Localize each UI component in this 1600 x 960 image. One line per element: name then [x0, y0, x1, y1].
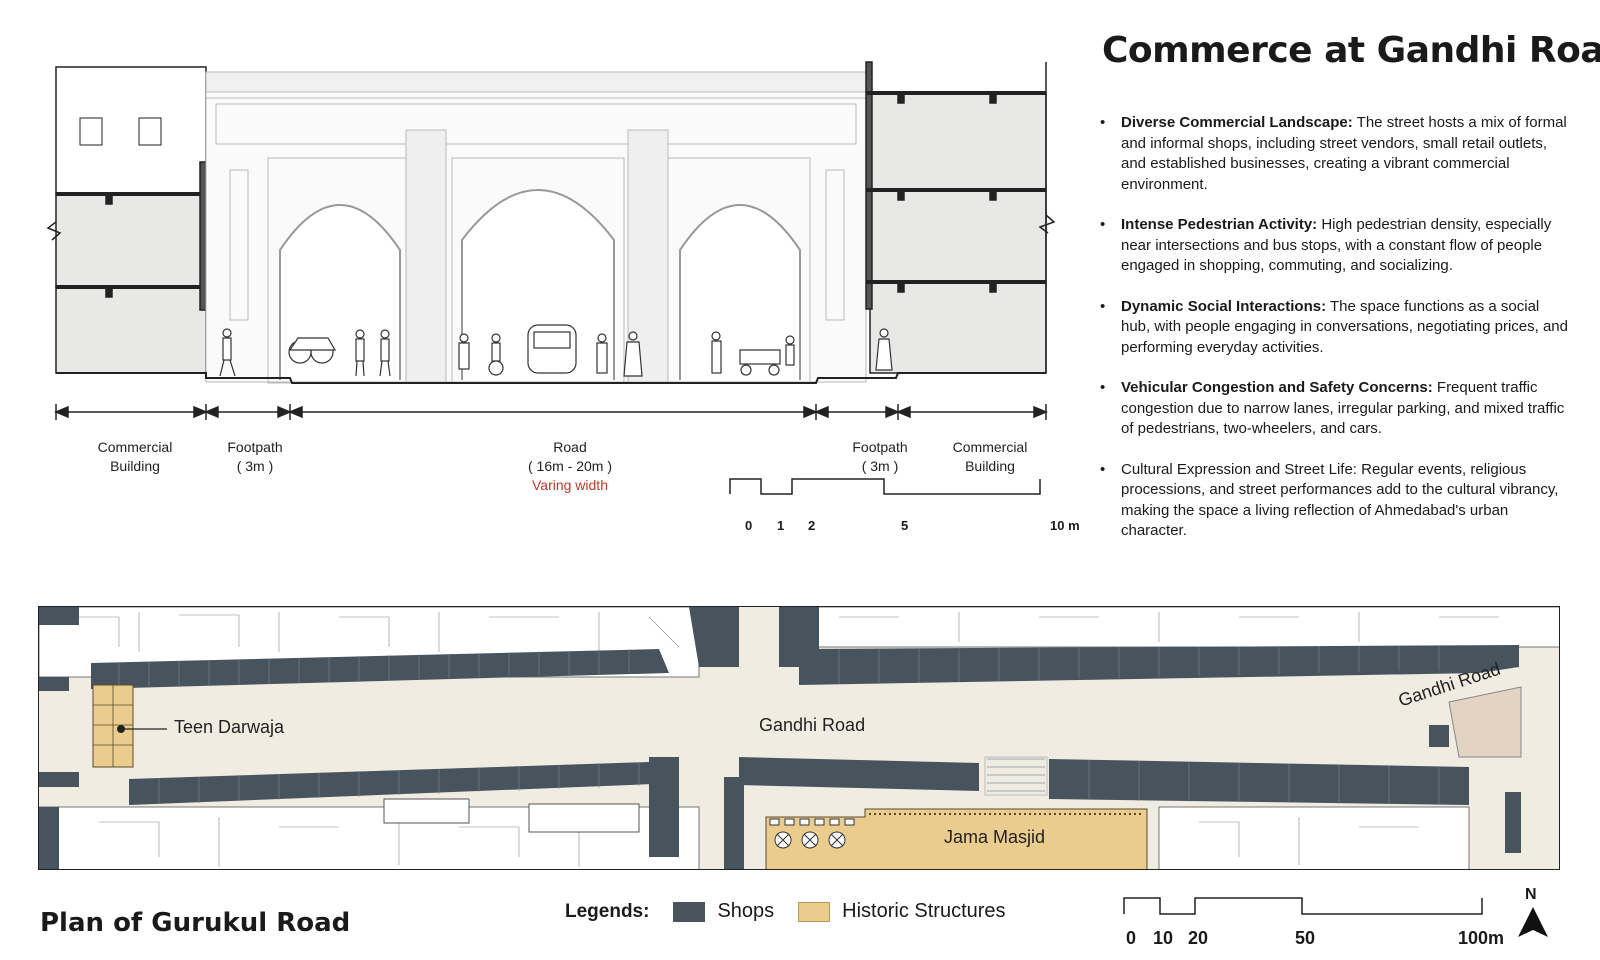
street-section-drawing	[46, 61, 1056, 495]
plan-drawing	[39, 607, 1559, 869]
section-scale-label: 1	[777, 518, 785, 533]
dim-text: ( 16m - 20m )	[527, 458, 612, 474]
dim-text: Commercial	[97, 439, 173, 455]
jama-masjid-footprint	[765, 808, 1148, 869]
bullet-item: Cultural Expression and Street Life: Reg…	[1098, 460, 1568, 542]
bullet-heading: Diverse Commercial Landscape:	[1121, 114, 1353, 131]
bullet-heading: Vehicular Congestion and Safety Concerns…	[1121, 379, 1433, 396]
dim-text: Road	[553, 439, 587, 455]
section-scale-label: 10 m	[1050, 518, 1080, 533]
section-scale-label: 0	[745, 518, 753, 533]
people-and-vehicles	[219, 324, 893, 377]
label-gandhi-road: Gandhi Road	[759, 715, 866, 735]
dim-text-note: Varing width	[531, 477, 608, 493]
bullet-text: Frequent traffic congestion due to narro…	[1121, 379, 1565, 437]
bullet-text: High pedestrian density, especially near…	[1121, 216, 1552, 274]
dim-text: Building	[965, 458, 1015, 474]
dim-text: Commercial	[952, 439, 1028, 455]
dim-text: ( 3m )	[236, 458, 274, 474]
plan-scale-label: 50	[1295, 928, 1316, 948]
label-jama-masjid: Jama Masjid	[944, 827, 1046, 847]
bullet-text: The space functions as a social hub, wit…	[1121, 297, 1568, 356]
dim-label-right-footpath: Footpath ( 3m )	[835, 438, 925, 476]
bullet-item: Intense Pedestrian Activity: High pedest…	[1098, 215, 1568, 277]
section-scale-bar	[729, 478, 1041, 495]
bullet-text: Cultural Expression and Street Life: Reg…	[1121, 460, 1559, 540]
section-scale-label: 5	[901, 518, 909, 533]
shops	[39, 607, 1521, 869]
legend-swatch-shops	[673, 901, 706, 922]
bullet-item: Vehicular Congestion and Safety Concerns…	[1098, 378, 1568, 440]
bullet-item: Diverse Commercial Landscape: The street…	[1098, 113, 1568, 195]
dim-text: Footpath	[852, 439, 908, 455]
left-commercial-building	[55, 66, 207, 374]
dim-label-right-building: Commercial Building	[925, 438, 1055, 476]
section-scale-label: 2	[808, 518, 816, 533]
dim-label-road: Road ( 16m - 20m ) Varing width	[500, 438, 640, 495]
legend-label-historic: Historic Structures	[842, 900, 1006, 922]
bullet-text: The street hosts a mix of formal and inf…	[1121, 114, 1567, 193]
dim-label-left-building: Commercial Building	[70, 438, 200, 476]
dim-text: ( 3m )	[861, 458, 899, 474]
bullet-item: Dynamic Social Interactions: The space f…	[1098, 297, 1568, 359]
page-title: Commerce at Gandhi Road	[1102, 30, 1600, 71]
plan-map: Teen Darwaja Gandhi Road Gandhi Road Jam…	[38, 606, 1560, 870]
plan-scale-bar	[1123, 897, 1483, 915]
dimension-line	[54, 404, 1048, 420]
plan-scale-label: 0	[1126, 928, 1137, 948]
ground-line	[56, 372, 1046, 384]
plan-scale-label: 20	[1188, 928, 1209, 948]
plan-title: Plan of Gurukul Road	[40, 908, 351, 938]
legend-swatch-historic	[798, 901, 831, 922]
north-arrow-icon	[1518, 907, 1548, 937]
plan-scale-label: 10	[1153, 928, 1174, 948]
bullet-heading: Dynamic Social Interactions:	[1121, 297, 1327, 315]
legend-title: Legends:	[565, 900, 650, 922]
right-commercial-building	[865, 61, 1047, 374]
north-label: N	[1525, 886, 1537, 903]
bullet-heading: Intense Pedestrian Activity:	[1121, 216, 1318, 233]
legend-label-shops: Shops	[717, 900, 775, 922]
dim-text: Building	[110, 458, 160, 474]
plan-scale-label: 100m	[1458, 928, 1505, 948]
label-teen-darwaja: Teen Darwaja	[174, 717, 285, 737]
bullet-list: Diverse Commercial Landscape: The street…	[1098, 113, 1568, 562]
dim-label-left-footpath: Footpath ( 3m )	[210, 438, 300, 476]
dim-text: Footpath	[227, 439, 283, 455]
zebra-crossing	[987, 758, 1045, 792]
legend: Legends: Shops Historic Structures	[565, 900, 1006, 923]
